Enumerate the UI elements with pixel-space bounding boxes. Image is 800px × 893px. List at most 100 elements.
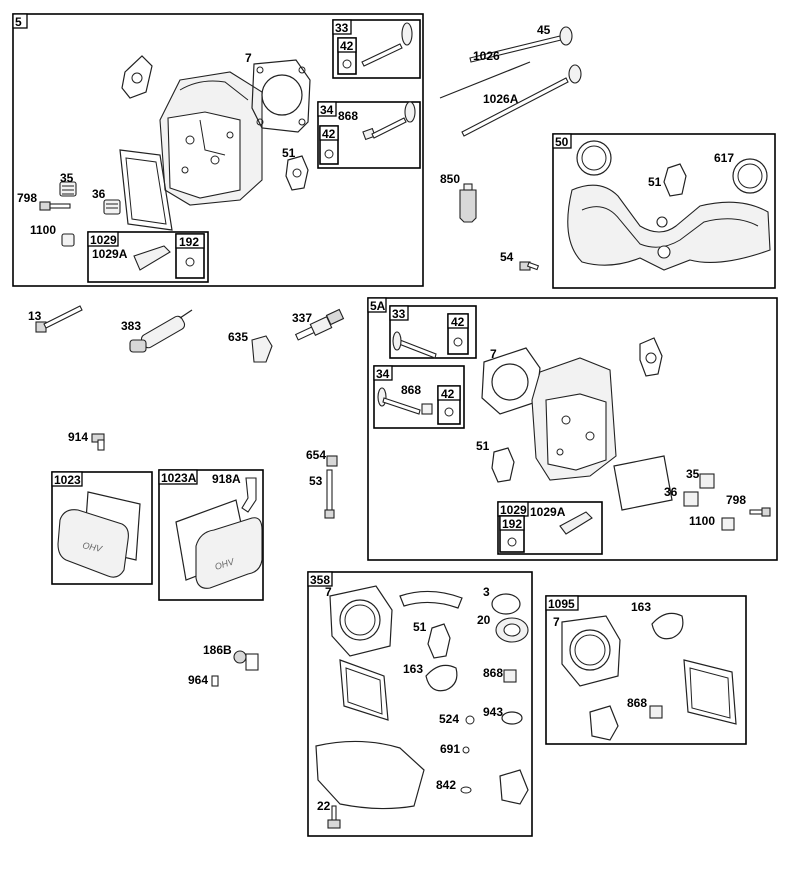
group-358: 358 7 3 20 51 163 868 524 943 691 842 22	[307, 571, 533, 837]
group-5: 5 7 51	[12, 13, 424, 287]
part-label-20: 20	[477, 613, 491, 627]
group-42-label: 42	[451, 315, 465, 329]
valve-cover-gasket-part	[119, 149, 173, 231]
head-gasket-part	[251, 59, 311, 133]
cylinder-head-part	[159, 71, 263, 206]
part-label-1029a: 1029A	[530, 505, 566, 519]
rocker-cover-gasket-358-part	[339, 659, 389, 721]
rocker-bracket-part	[133, 245, 171, 271]
part-label-1100: 1100	[689, 514, 715, 528]
clamp-964-part	[211, 675, 219, 687]
exhaust-valve-part	[361, 43, 403, 67]
bolt-13-part	[35, 305, 83, 333]
fitting-186b-part	[233, 650, 259, 671]
group-50: 50 617 51	[552, 133, 776, 289]
group-5a-label: 5A	[370, 299, 386, 313]
part-label-918a: 918A	[212, 472, 241, 486]
group-34: 34 868 42	[317, 101, 421, 169]
part-label-868: 868	[483, 666, 503, 680]
head-gasket-1095-part	[561, 615, 621, 687]
part-label-1100: 1100	[30, 223, 56, 237]
crankcase-gasket-part	[315, 740, 425, 810]
part-label-943: 943	[483, 705, 503, 719]
group-33-label: 33	[335, 21, 349, 35]
group-1029-label: 1029	[500, 503, 527, 517]
part-label-524: 524	[439, 712, 459, 726]
bolt-54-part	[519, 261, 540, 271]
manifold-gasket-right-part	[732, 158, 768, 194]
svg-text:OHV: OHV	[82, 540, 104, 554]
group-42-label: 42	[340, 39, 354, 53]
part-label-51: 51	[413, 620, 427, 634]
rocker-cover-gasket-1095-part	[683, 659, 737, 725]
part-label-54: 54	[500, 250, 514, 264]
part-label-337: 337	[292, 311, 312, 325]
group-33: 33 42	[332, 19, 421, 79]
part-label-51: 51	[476, 439, 490, 453]
part-label-798: 798	[17, 191, 37, 205]
gasket-51-part	[663, 163, 687, 197]
nut-654-part	[326, 455, 338, 467]
part-label-53: 53	[309, 474, 323, 488]
seal-3-part	[491, 593, 521, 615]
part-label-1026: 1026	[473, 49, 500, 63]
group-5-label: 5	[15, 15, 22, 29]
group-1029-label: 1029	[90, 233, 117, 247]
stud-53-part	[324, 469, 335, 519]
part-label-186b: 186B	[203, 643, 232, 657]
spring-part	[103, 199, 121, 215]
intake-manifold-part	[567, 184, 771, 271]
group-42-label: 42	[322, 127, 336, 141]
breather-part	[59, 181, 77, 197]
retainer-part	[61, 233, 75, 247]
pushrod-part	[461, 77, 569, 137]
group-34-label: 34	[320, 103, 334, 117]
part-label-7: 7	[553, 615, 560, 629]
part-label-51: 51	[282, 146, 296, 160]
intake-valve-part	[371, 117, 407, 139]
part-label-617: 617	[714, 151, 734, 165]
part-label-850: 850	[440, 172, 460, 186]
group-50-label: 50	[555, 135, 569, 149]
group-1023: 1023 OHV	[51, 471, 153, 585]
exhaust-gasket-part	[121, 55, 153, 99]
part-label-22: 22	[317, 799, 331, 813]
part-label-7: 7	[245, 51, 252, 65]
part-label-964: 964	[188, 673, 208, 687]
part-label-13: 13	[28, 309, 42, 323]
part-label-798: 798	[726, 493, 746, 507]
part-label-842: 842	[436, 778, 456, 792]
group-1095: 1095 7 163 868	[545, 595, 747, 745]
group-192-label: 192	[502, 517, 522, 531]
part-label-7: 7	[325, 585, 332, 599]
spark-plug-cap-635-part	[251, 335, 273, 363]
part-label-914: 914	[68, 430, 88, 444]
part-label-654: 654	[306, 448, 326, 462]
part-label-36: 36	[664, 485, 678, 499]
head-gasket-358-part	[329, 585, 393, 657]
group-1023a-label: 1023A	[161, 471, 197, 485]
part-label-36: 36	[92, 187, 106, 201]
manifold-gasket-left-part	[576, 140, 612, 176]
part-label-7: 7	[490, 347, 497, 361]
part-label-163: 163	[631, 600, 651, 614]
pushrod-group: 45 1026 1026A	[439, 23, 582, 137]
part-label-691: 691	[440, 742, 460, 756]
gasket-163-part	[425, 664, 458, 692]
part-label-35: 35	[60, 171, 74, 185]
valve-cover-part	[57, 509, 129, 578]
part-label-1029a: 1029A	[92, 247, 128, 261]
part-label-868: 868	[627, 696, 647, 710]
screw-914-part	[91, 433, 105, 451]
group-1029: 1029 1029A 192	[87, 231, 209, 283]
group-1023a: 1023A 918A OHV	[158, 469, 264, 601]
part-label-3: 3	[483, 585, 490, 599]
group-34-label: 34	[376, 367, 390, 381]
group-5a: 5A 33 42 34 868 42 7	[367, 297, 778, 561]
sealant-part	[459, 183, 477, 223]
intake-gasket-part	[285, 155, 309, 191]
group-1023-label: 1023	[54, 473, 81, 487]
group-1095-label: 1095	[548, 597, 575, 611]
regulator-383-part	[129, 309, 193, 353]
